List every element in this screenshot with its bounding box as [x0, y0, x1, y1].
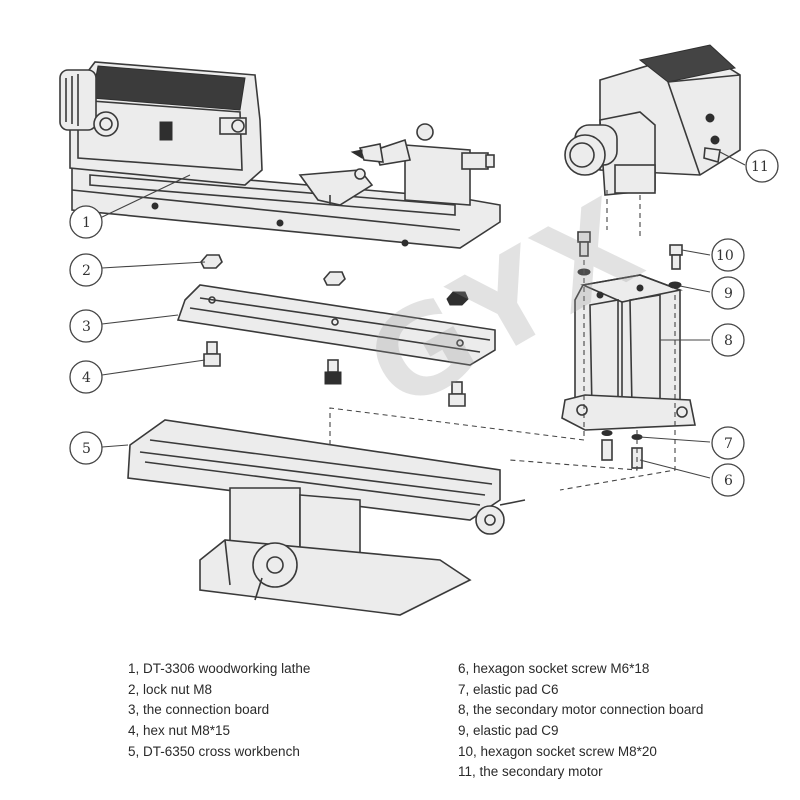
svg-text:10: 10 — [716, 248, 734, 264]
svg-text:9: 9 — [724, 286, 733, 302]
callout-2: 2 — [69, 253, 103, 287]
svg-text:1: 1 — [82, 215, 91, 231]
legend-item: 3, the connection board — [128, 702, 270, 718]
connection-board — [176, 284, 496, 366]
callout-5: 5 — [69, 431, 103, 465]
callout-4: 4 — [69, 360, 103, 394]
legend-item: 10, hexagon socket screw M8*20 — [458, 743, 657, 759]
legend-item: 1, DT-3306 woodworking lathe — [128, 661, 311, 676]
svg-text:4: 4 — [82, 370, 91, 386]
secondary-motor — [564, 44, 741, 196]
cross-workbench — [127, 419, 526, 616]
svg-text:8: 8 — [724, 333, 733, 349]
legend-column-left: 1, DT-3306 woodworking lathe 2, lock nut… — [128, 659, 310, 762]
exploded-assembly-diagram: 1 2 3 4 5 6 7 8 9 10 11 — [59, 44, 779, 616]
hex-screws — [203, 341, 466, 407]
callout-9: 9 — [711, 276, 745, 310]
callout-3: 3 — [69, 309, 103, 343]
legend-item: 2, lock nut M8 — [128, 681, 213, 697]
legend-item: 7, elastic pad C6 — [458, 681, 559, 697]
woodworking-lathe — [59, 61, 501, 249]
callout-1: 1 — [69, 205, 103, 239]
legend-item: 6, hexagon socket screw M6*18 — [458, 661, 650, 676]
legend-item: 9, elastic pad C9 — [458, 723, 559, 739]
legend-item: 11, the secondary motor — [458, 764, 603, 780]
svg-text:5: 5 — [82, 441, 91, 457]
leader-lines — [99, 151, 746, 479]
callout-11: 11 — [745, 149, 779, 183]
motor-connection-board — [561, 274, 696, 431]
svg-text:6: 6 — [724, 473, 733, 489]
parts-legend: 1, DT-3306 woodworking lathe 2, lock nut… — [0, 659, 800, 800]
svg-text:2: 2 — [82, 263, 91, 279]
legend-column-right: 6, hexagon socket screw M6*18 7, elastic… — [458, 659, 703, 783]
callout-7: 7 — [711, 426, 745, 460]
svg-text:11: 11 — [751, 159, 769, 175]
lock-nuts — [200, 254, 469, 306]
callout-10: 10 — [711, 238, 745, 272]
callout-8: 8 — [711, 323, 745, 357]
svg-text:7: 7 — [724, 436, 733, 452]
callout-6: 6 — [711, 463, 745, 497]
legend-item: 5, DT-6350 cross workbench — [128, 743, 300, 759]
legend-item: 8, the secondary motor connection board — [458, 702, 704, 718]
alignment-lines — [329, 190, 676, 491]
legend-item: 4, hex nut M8*15 — [128, 723, 231, 739]
svg-text:3: 3 — [82, 319, 91, 335]
